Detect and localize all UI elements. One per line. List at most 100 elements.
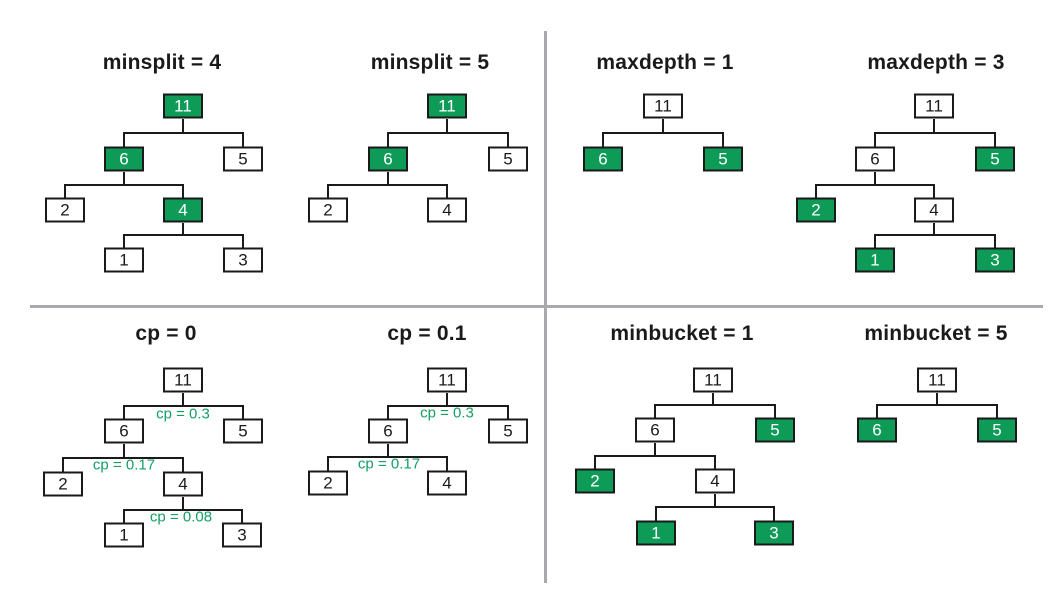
tree-node-4: 4 [163,471,203,497]
tree-edge-line [933,234,996,236]
tree-node-1: 1 [636,520,676,546]
tree-edge-line [654,442,656,457]
tree-node-4: 4 [163,197,203,223]
tree-edge-line [594,455,596,469]
tree-edge-line [123,509,125,523]
tree-edge-line [996,404,998,418]
tree-edge-line [874,132,876,147]
tree-edge-line [876,404,938,406]
tree-edge-line [123,457,184,459]
cp-split-label: cp = 0.17 [357,455,421,473]
tree-edge-line [446,392,448,407]
tree-edge-line [182,457,184,472]
tree-edge-line [722,132,724,147]
tree-edge-line [123,234,125,248]
tree-node-3: 3 [975,247,1015,273]
tree-edge-line [327,456,389,458]
cp-split-label: cp = 0.17 [92,456,156,474]
tree-edge-line [936,392,938,406]
tree-node-11: 11 [163,367,203,393]
tree-edge-line [182,222,184,236]
tree-node-11: 11 [914,93,954,119]
tree-edge-line [387,132,389,147]
tree-edge-line [933,222,935,236]
cp-split-label: cp = 0.3 [420,404,474,422]
tree-edge-line [446,132,509,134]
tree-edge-line [507,405,509,419]
tree-title: minbucket = 1 [610,322,754,345]
tree-node-2: 2 [308,470,348,496]
tree-edge-line [662,132,724,134]
tree-edge-line [182,184,184,198]
tree-node-2: 2 [45,197,85,223]
tree-edge-line [714,493,716,508]
tree-edge-line [182,392,184,407]
tree-edge-line [712,404,776,406]
tree-node-11: 11 [163,93,203,119]
tree-node-5: 5 [488,146,528,172]
tree-node-1: 1 [104,522,144,548]
tree-edge-line [446,184,448,198]
tree-node-6: 6 [855,146,895,172]
tree-node-11: 11 [427,93,467,119]
tree-edge-line [123,405,125,419]
tree-node-5: 5 [755,417,795,443]
tree-edge-line [123,171,125,186]
tree-edge-line [933,184,935,198]
tree-node-6: 6 [104,418,144,444]
tree-node-2: 2 [308,197,348,223]
tree-node-1: 1 [104,247,144,273]
tree-edge-line [182,234,244,236]
tree-edge-line [774,404,776,418]
tree-node-5: 5 [223,418,263,444]
tree-node-6: 6 [368,418,408,444]
tree-edge-line [327,184,389,186]
tree-edge-line [387,171,389,186]
tree-edge-line [933,118,935,134]
quadrant-divider-horizontal [30,305,1043,308]
tree-edge-line [182,405,244,407]
tree-edge-line [714,455,716,469]
tree-edge-line [123,184,184,186]
tree-edge-line [64,184,66,198]
tree-node-4: 4 [427,197,467,223]
tree-edge-line [123,132,184,134]
tree-edge-line [815,184,817,198]
tree-node-2: 2 [796,197,836,223]
tree-node-2: 2 [43,471,83,497]
tree-node-4: 4 [695,468,735,494]
tree-node-6: 6 [635,417,675,443]
tree-edge-line [874,234,876,248]
tree-edge-line [62,457,64,472]
tree-node-3: 3 [754,520,794,546]
tree-node-5: 5 [975,146,1015,172]
tree-edge-line [387,456,448,458]
tree-node-2: 2 [575,468,615,494]
tree-edge-line [994,234,996,248]
tree-edge-line [123,132,125,147]
tree-edge-line [387,132,448,134]
tree-node-5: 5 [488,418,528,444]
tree-node-6: 6 [368,146,408,172]
tree-edge-line [327,456,329,471]
tree-edge-line [602,132,604,147]
tree-edge-line [655,506,716,508]
tree-edge-line [64,184,125,186]
tree-node-4: 4 [427,470,467,496]
tree-node-3: 3 [223,247,263,273]
tree-node-5: 5 [703,146,743,172]
tree-node-11: 11 [427,367,467,393]
tree-edge-line [933,132,996,134]
tree-node-11: 11 [917,367,957,393]
tree-edge-line [712,392,714,406]
tree-node-11: 11 [693,367,733,393]
tree-edge-line [387,405,389,419]
tree-title: minbucket = 5 [864,322,1008,345]
tree-edge-line [654,455,716,457]
tree-node-3: 3 [222,522,262,548]
tree-edge-line [654,404,656,418]
tree-edge-line [815,184,876,186]
tree-edge-line [874,132,935,134]
tree-title: cp = 0 [135,322,197,345]
tree-edge-line [182,132,244,134]
